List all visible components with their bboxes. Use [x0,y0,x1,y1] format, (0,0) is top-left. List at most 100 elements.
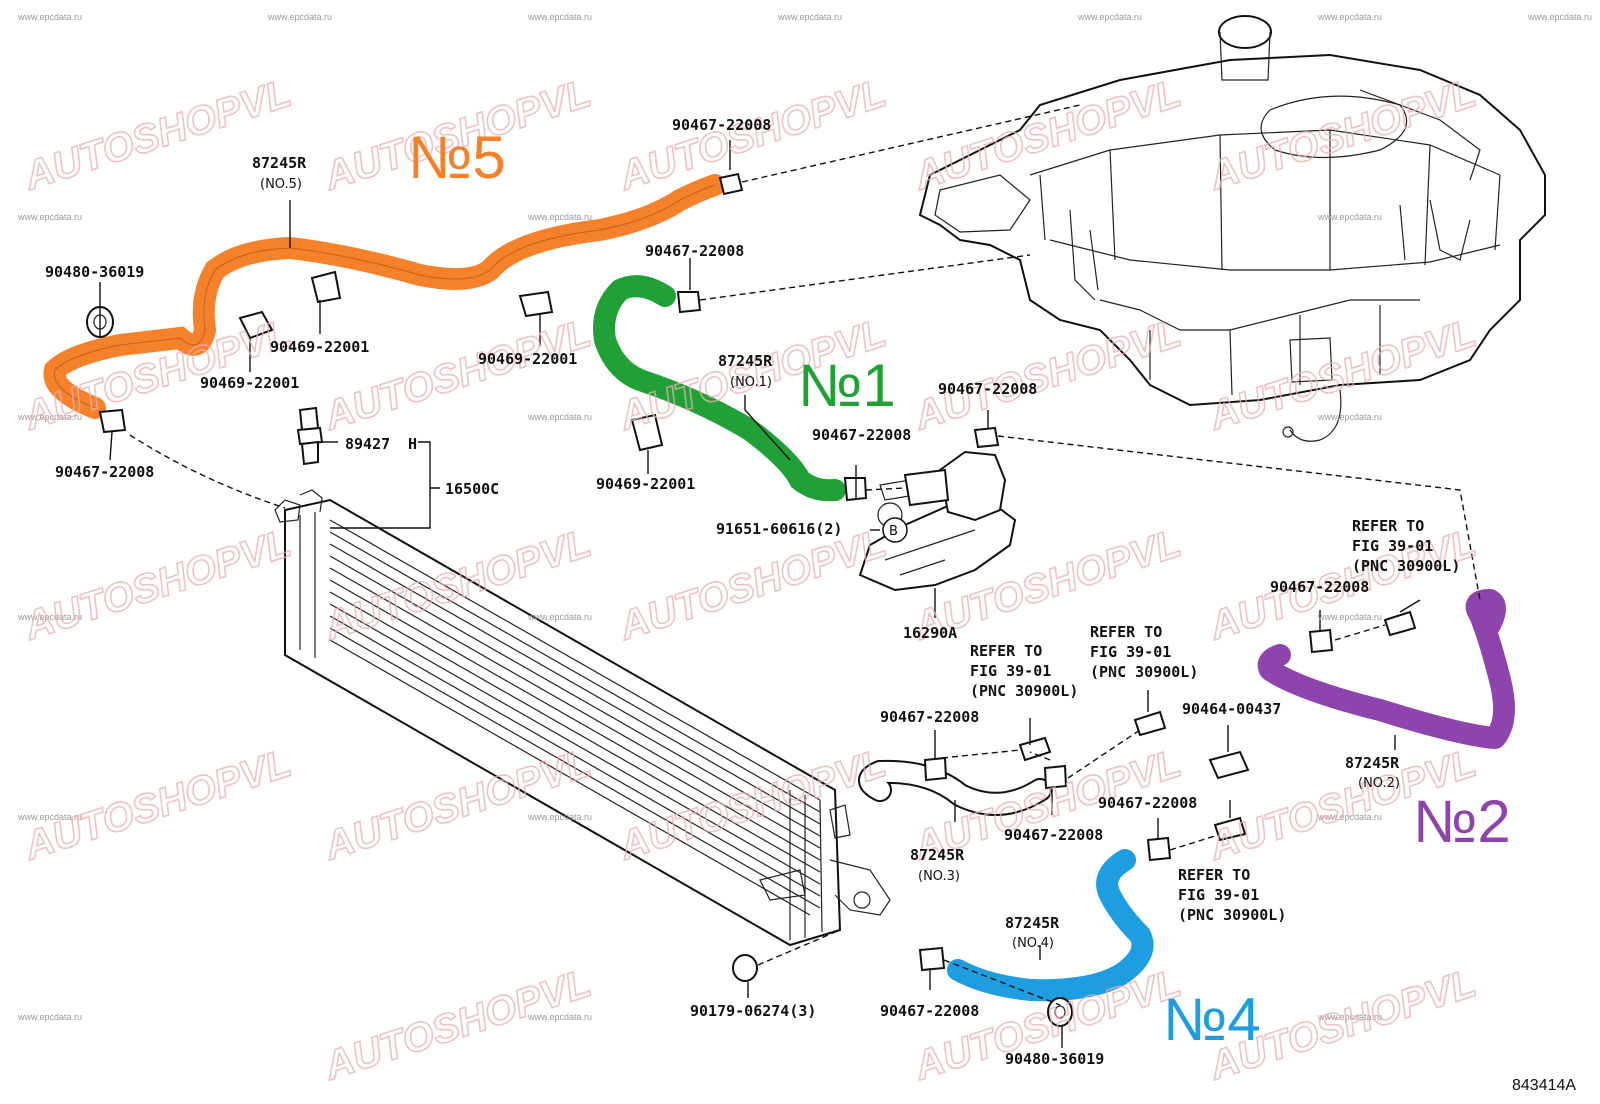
refer-note-3: REFER TO FIG 39-01 (PNC 30900L) [970,642,1078,700]
svg-text:FIG 39-01: FIG 39-01 [1090,643,1171,661]
svg-text:(PNC 30900L): (PNC 30900L) [1090,663,1198,681]
site-watermark: www.epcdata.ru [527,12,592,22]
hose-holder-icon [310,270,342,304]
grommet-icon [1047,997,1073,1027]
leader-lines [99,104,1481,1048]
svg-text:B: B [889,524,898,539]
svg-text:FIG 39-01: FIG 39-01 [1178,886,1259,904]
clamp-icon [973,426,1000,449]
svg-text:(PNC 30900L): (PNC 30900L) [1352,557,1460,575]
label-hose2-part: 87245R [1345,754,1400,772]
clamp-icon [1043,764,1068,790]
engine-assembly [918,15,1546,442]
site-watermark: www.epcdata.ru [527,212,592,222]
hose-holder-icon [238,310,274,340]
site-watermark: www.epcdata.ru [17,812,82,822]
label-hose5-no: (NO.5) [260,177,302,192]
site-watermark: www.epcdata.ru [527,412,592,422]
clamp-icon [98,408,127,434]
part-labels: 90467-22008 87245R (NO.5) 90467-22008 90… [45,116,1576,1094]
ref-b-badge: B [882,517,908,543]
label-hose4-no: (NO.4) [1012,936,1054,951]
label-clamp-no2: 90467-22008 [1270,578,1369,596]
label-holder-a: 90469-22001 [270,338,369,356]
brand-watermark: AUTOSHOPVL [318,961,596,1089]
label-sensor-marker: H [408,435,417,453]
label-hose3-part: 87245R [910,846,965,864]
fitting-icon [1133,710,1167,737]
clamp-icon [676,291,702,314]
svg-text:FIG 39-01: FIG 39-01 [1352,537,1433,555]
label-clamp-left: 90467-22008 [55,463,154,481]
site-watermark: www.epcdata.ru [1077,12,1142,22]
label-clamp-top: 90467-22008 [672,116,771,134]
figure-id: 843414A [1512,1077,1576,1094]
brand-watermark: AUTOSHOPVL [613,521,891,649]
label-nut: 90179-06274(3) [690,1002,816,1020]
refer-note-1: REFER TO FIG 39-01 (PNC 30900L) [1352,517,1460,575]
fitting-icon [1018,736,1052,762]
label-clamp-mid-top: 90467-22008 [645,242,744,260]
label-grommet-left: 90480-36019 [45,263,144,281]
site-watermark: www.epcdata.ru [1317,12,1382,22]
svg-text:REFER TO: REFER TO [970,642,1042,660]
label-grommet-bottom: 90480-36019 [1005,1050,1104,1068]
clamp-icon [718,172,744,196]
callout-no5: №5 [408,124,506,191]
refer-note-2: REFER TO FIG 39-01 (PNC 30900L) [1090,623,1198,681]
site-watermark: www.epcdata.ru [527,612,592,622]
fitting-icon [1383,610,1417,637]
site-watermark: www.epcdata.ru [17,212,82,222]
label-clamp-no3-left: 90467-22008 [880,708,979,726]
temperature-sensor [296,406,324,466]
brand-watermark: AUTOSHOPVL [18,71,296,199]
fitting-icon [1213,816,1247,842]
nut-icon [732,954,758,982]
site-watermark: www.epcdata.ru [17,612,82,622]
label-hose1-part: 87245R [718,352,773,370]
refer-note-4: REFER TO FIG 39-01 (PNC 30900L) [1178,866,1286,924]
label-clamp-right-engine: 90467-22008 [938,380,1037,398]
hose-no1 [593,275,846,502]
site-watermark: www.epcdata.ru [17,412,82,422]
clamps [86,172,1417,1027]
radiator-assembly [274,489,891,947]
site-watermark: www.epcdata.ru [1317,812,1382,822]
site-watermark: www.epcdata.ru [527,1012,592,1022]
label-clip: 90464-00437 [1182,700,1281,718]
svg-text:(PNC 30900L): (PNC 30900L) [1178,906,1286,924]
hose-no5 [43,174,726,419]
label-holder-d: 90469-22001 [596,475,695,493]
svg-text:REFER TO: REFER TO [1090,623,1162,641]
label-hose2-no: (NO.2) [1358,776,1400,791]
site-watermark: www.epcdata.ru [267,12,332,22]
site-watermark: www.epcdata.ru [1317,612,1382,622]
clamp-icon [923,756,948,782]
label-hose5-part: 87245R [252,154,307,172]
hose-holder-icon [630,413,664,452]
label-clamp-no4-bottom: 90467-22008 [880,1002,979,1020]
site-watermark: www.epcdata.ru [777,12,842,22]
label-clamp-pump: 90467-22008 [812,426,911,444]
label-hose4-part: 87245R [1005,914,1060,932]
label-hose1-no: (NO.1) [730,375,772,390]
hose-no2 [1257,589,1515,749]
site-watermark: www.epcdata.ru [1527,12,1592,22]
clip-icon [1208,750,1250,780]
svg-text:(PNC 30900L): (PNC 30900L) [970,682,1078,700]
label-sensor: 89427 [345,435,390,453]
svg-text:FIG 39-01: FIG 39-01 [970,662,1051,680]
clamp-icon [1146,836,1172,862]
label-clamp-no4-top: 90467-22008 [1098,794,1197,812]
site-watermark: www.epcdata.ru [17,1012,82,1022]
callout-no1: №1 [798,352,896,419]
site-watermark: www.epcdata.ru [1317,212,1382,222]
clamp-icon [918,946,946,972]
hose-holder-icon [518,290,554,318]
label-holder-b: 90469-22001 [200,374,299,392]
site-watermark: www.epcdata.ru [1317,1012,1382,1022]
site-watermark: www.epcdata.ru [527,812,592,822]
callout-no2: №2 [1413,788,1511,855]
site-watermarks: www.epcdata.ru www.epcdata.ru www.epcdat… [17,12,1592,1022]
